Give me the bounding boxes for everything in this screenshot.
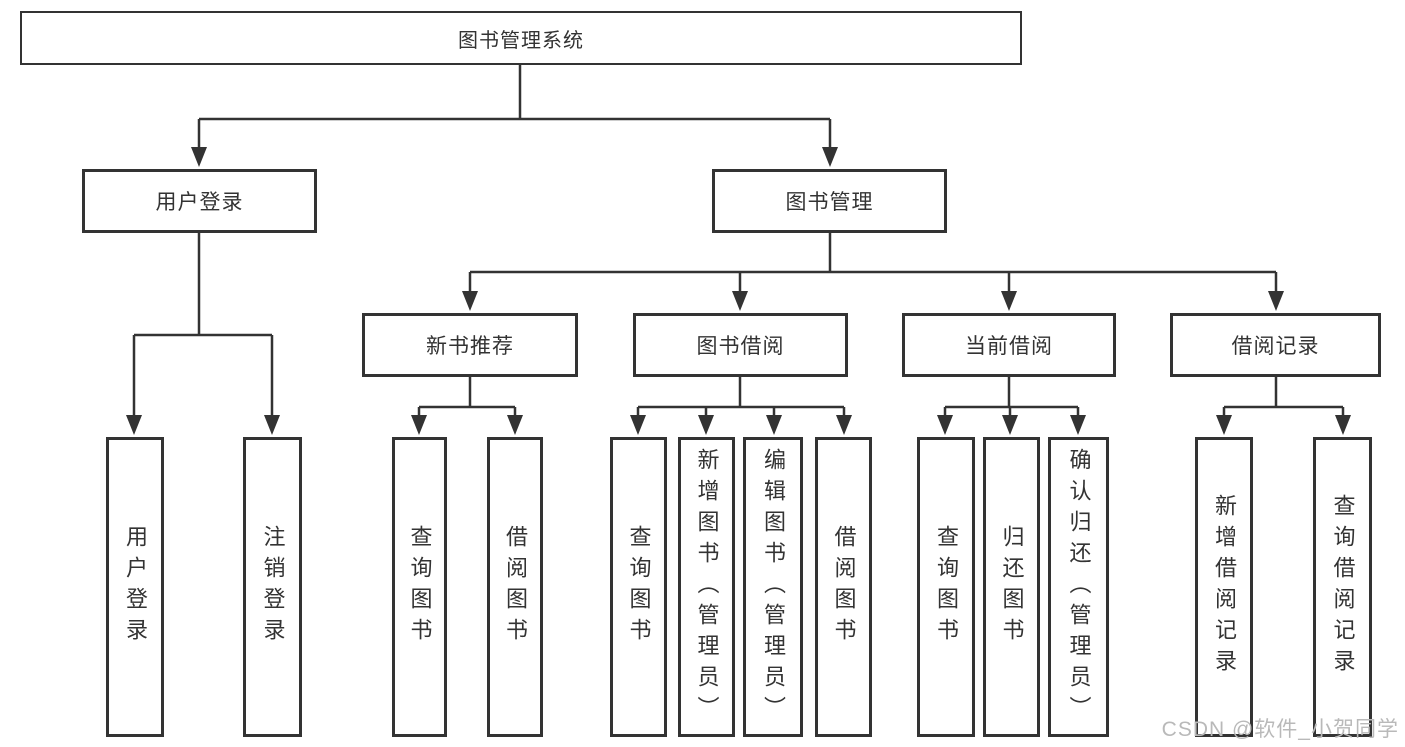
node-bb-add-books-admin: 新增图书（管理员） xyxy=(678,437,735,737)
node-bb-edit-books-admin: 编辑图书（管理员） xyxy=(743,437,803,737)
node-new-book-recommend: 新书推荐 xyxy=(362,313,578,377)
node-root: 图书管理系统 xyxy=(20,11,1022,65)
connector-paths xyxy=(132,65,1345,417)
node-bb-query-books: 查询图书 xyxy=(610,437,667,737)
node-cb-query-books: 查询图书 xyxy=(917,437,975,737)
node-rec-query-books: 查询图书 xyxy=(392,437,447,737)
node-br-add-record: 新增借阅记录 xyxy=(1195,437,1253,737)
node-borrow-records: 借阅记录 xyxy=(1170,313,1381,377)
csdn-watermark: CSDN @软件_小贺同学 xyxy=(1161,718,1399,741)
node-current-borrow: 当前借阅 xyxy=(902,313,1116,377)
node-cb-confirm-return-admin: 确认归还（管理员） xyxy=(1048,437,1109,737)
node-rec-borrow-books: 借阅图书 xyxy=(487,437,543,737)
node-leaf-user-login: 用户登录 xyxy=(106,437,164,737)
arrowheads xyxy=(126,147,1351,435)
node-book-borrow: 图书借阅 xyxy=(633,313,848,377)
node-br-query-record: 查询借阅记录 xyxy=(1313,437,1372,737)
node-user-login: 用户登录 xyxy=(82,169,317,233)
node-bb-borrow-books: 借阅图书 xyxy=(815,437,872,737)
node-leaf-logout: 注销登录 xyxy=(243,437,302,737)
node-cb-return-books: 归还图书 xyxy=(983,437,1040,737)
node-book-management: 图书管理 xyxy=(712,169,947,233)
